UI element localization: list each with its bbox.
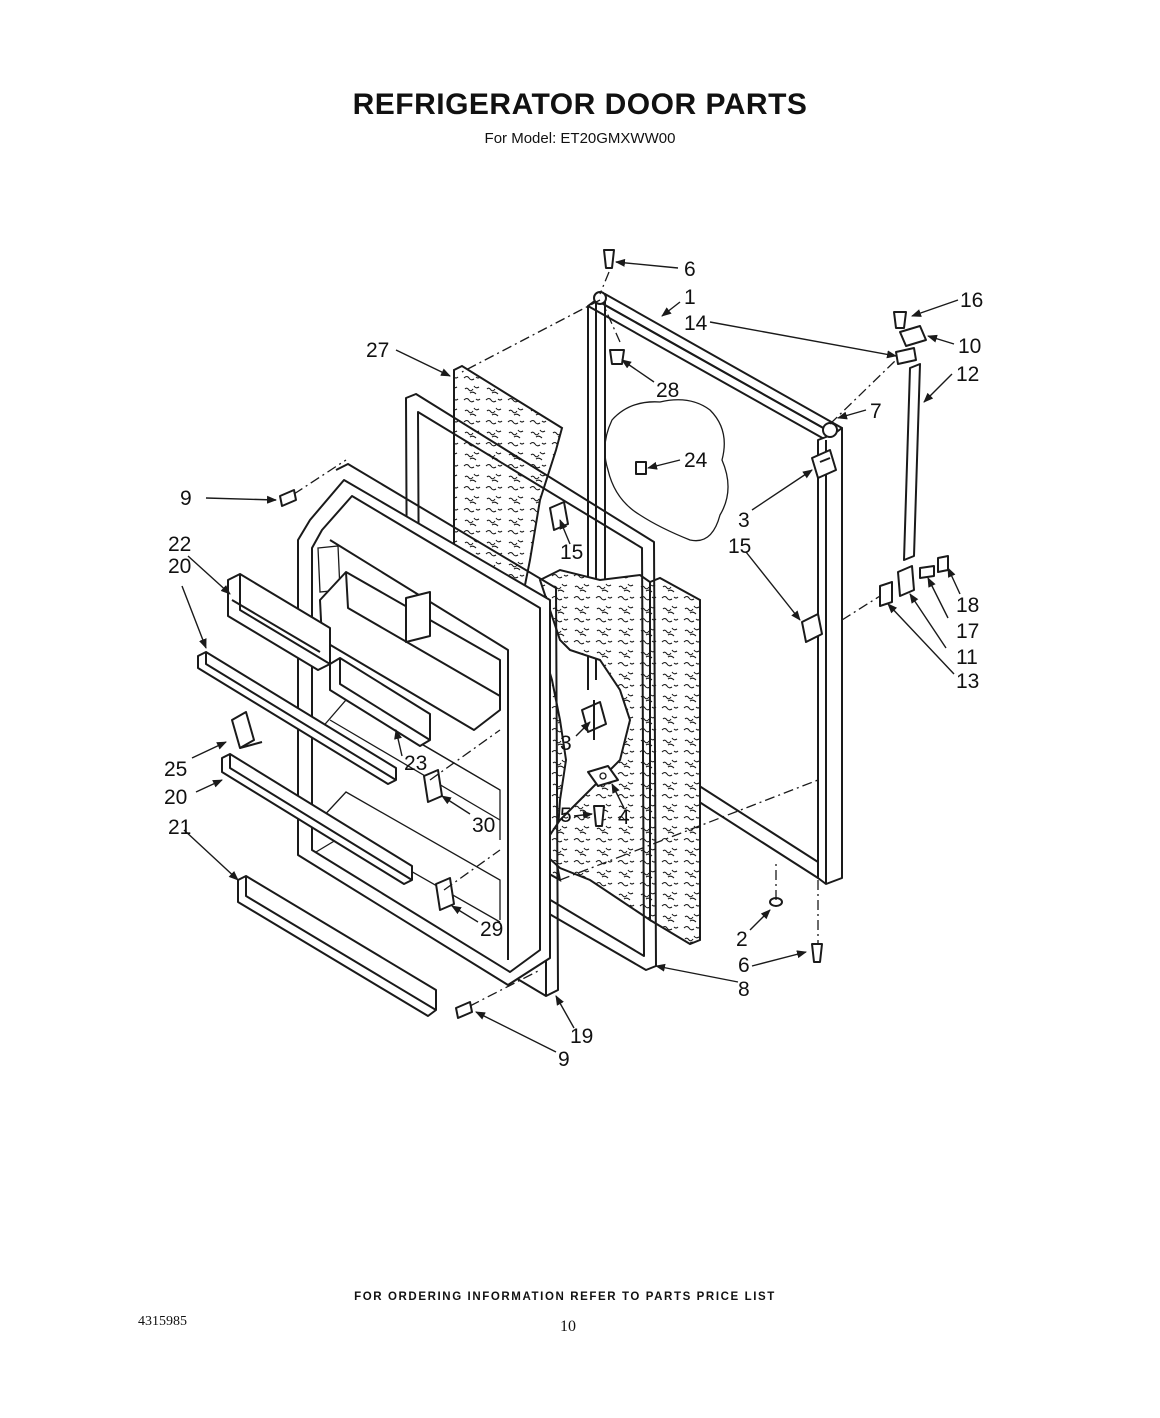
callout-11: 11 [956,646,978,669]
screw-part-5 [593,805,605,827]
callout-20-lower: 20 [164,786,187,809]
handle-cap-part-11 [897,565,915,597]
page-title: REFRIGERATOR DOOR PARTS [352,88,808,121]
callout-24: 24 [684,449,708,472]
callout-19: 19 [570,1025,593,1048]
callout-14: 14 [684,312,708,335]
callout-29: 29 [480,918,503,941]
screw-part-9-upper [279,489,297,507]
handle-cap-part-10 [899,325,927,347]
callout-13: 13 [956,670,979,693]
callout-3-lower: 3 [560,732,572,755]
callout-3-upper: 3 [738,509,750,532]
callout-labels: 6 1 14 16 10 12 7 28 27 24 9 3 15 15 22 … [164,258,983,1071]
hinge-part-3-lower [581,700,607,740]
spacer-part-14 [895,347,917,365]
callout-6-top: 6 [684,258,696,281]
callout-21: 21 [168,816,191,839]
shelf-clip-part-29 [435,877,455,911]
callout-6-bottom: 6 [738,954,750,977]
foam-panel-side [538,568,701,946]
callout-12: 12 [956,363,979,386]
hinge-plate-part-4 [587,765,619,787]
cap-part-18 [937,555,949,573]
callout-20-upper: 20 [168,555,191,578]
door-shelf-part-22 [227,573,331,671]
callout-arrows [181,258,961,1053]
callout-23: 23 [404,752,427,775]
shelf-rail-part-23 [329,657,431,747]
hinge-bracket-part-3-upper [811,449,837,479]
screw-part-16 [893,311,907,329]
callout-15-frame: 15 [728,535,751,558]
screw-part-6-bottom [811,943,823,963]
callout-8: 8 [738,978,750,1001]
plug-part-28 [609,349,625,365]
screw-part-17 [919,565,935,579]
shelf-rail-part-20-lower [221,753,413,885]
page-number: 10 [560,1318,576,1335]
callout-10: 10 [958,335,981,358]
screw-part-6-top [603,249,615,269]
callout-15-liner: 15 [560,541,583,564]
callout-25: 25 [164,758,187,781]
ordering-note: FOR ORDERING INFORMATION REFER TO PARTS … [354,1291,776,1303]
shelf-end-cap-part-25 [231,711,263,749]
insulation-patch-part-24 [604,399,729,542]
callout-1: 1 [684,286,696,309]
callout-7: 7 [870,400,882,423]
callout-2: 2 [736,928,748,951]
document-number: 4315985 [138,1314,187,1329]
door-shelf-part-21 [237,875,437,1017]
callout-27: 27 [366,339,389,362]
callout-9-upper: 9 [180,487,192,510]
callout-22: 22 [168,533,191,556]
spacer-part-13 [879,581,893,607]
shelf-rail-part-20-upper [197,651,397,785]
callout-16: 16 [960,289,983,312]
bracket-part-15-liner [549,501,569,531]
handle-part-12 [903,363,921,561]
callout-28: 28 [656,379,679,402]
callout-30: 30 [472,814,495,837]
callout-4: 4 [618,806,630,829]
callout-17: 17 [956,620,979,643]
model-subtitle: For Model: ET20GMXWW00 [484,130,676,147]
bracket-part-15-frame [801,613,823,643]
callout-5: 5 [560,804,572,827]
callout-18: 18 [956,594,979,617]
callout-9-lower: 9 [558,1048,570,1071]
screw-part-9-lower [455,1001,473,1019]
